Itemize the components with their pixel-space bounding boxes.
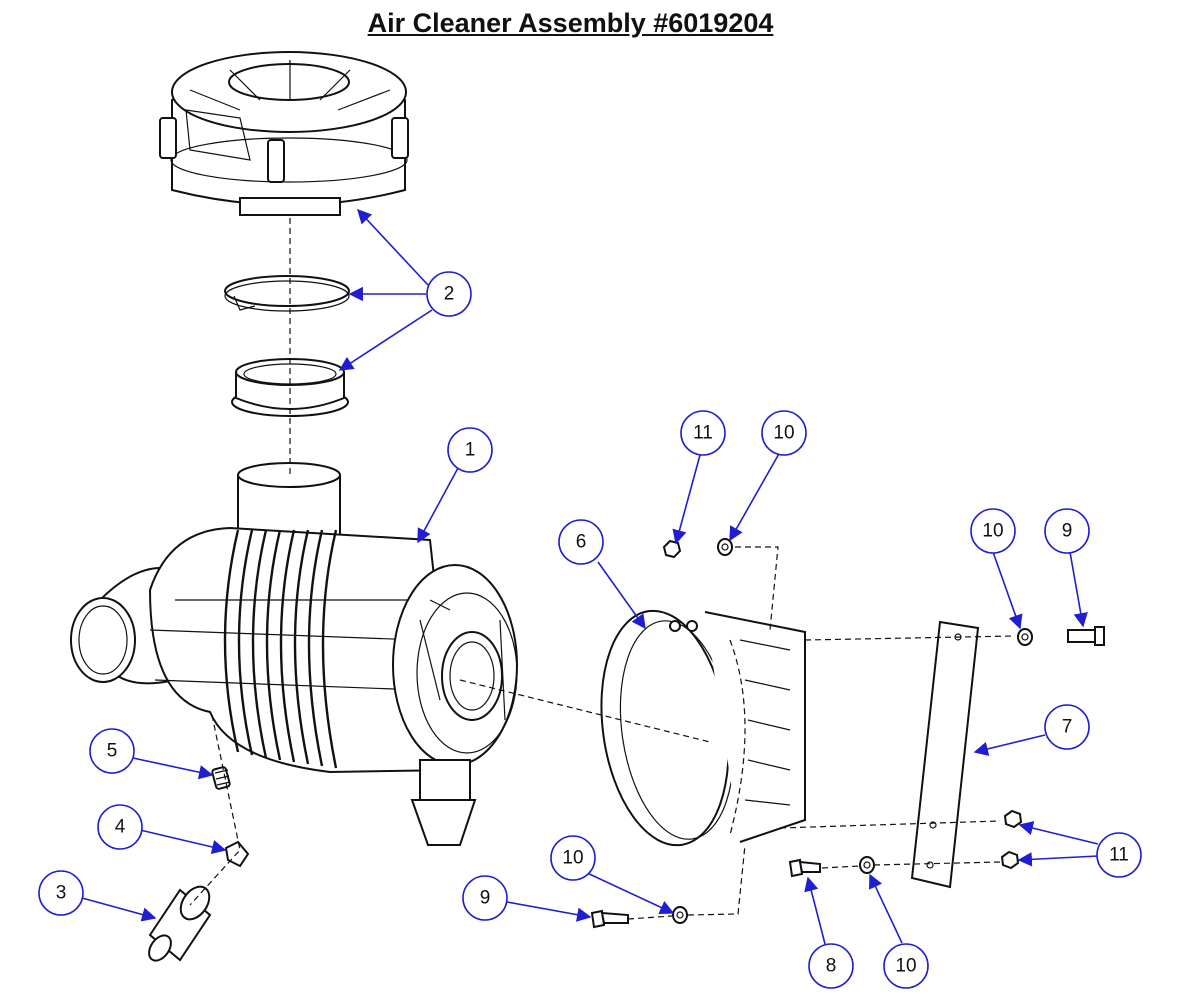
svg-text:11: 11 [693,423,713,444]
svg-text:9: 9 [480,888,491,909]
svg-text:10: 10 [982,521,1003,542]
callout-6: 6 [558,519,604,565]
fitting-5 [211,766,231,790]
washer-10-top [717,538,733,556]
callout-2: 2 [426,271,472,317]
svg-text:7: 7 [1062,717,1073,738]
callout-11-right: 11 [1096,832,1142,878]
callout-4: 4 [97,804,143,850]
svg-text:8: 8 [826,956,837,977]
callout-8: 8 [808,943,854,989]
svg-text:9: 9 [1062,521,1073,542]
callout-10-lower-left: 10 [550,835,596,881]
air-cleaner-body [70,462,518,846]
callout-9-lower: 9 [462,875,508,921]
adapter-sleeve [231,358,349,417]
callout-3: 3 [38,870,84,916]
mounting-band [600,609,806,847]
bracket-plate [910,620,980,889]
svg-text:2: 2 [444,284,455,305]
hose-clamp [224,275,350,312]
nut-11-right-upper [1003,809,1023,829]
bolt-9-lower [590,909,629,929]
precleaner-cap [159,51,409,216]
svg-text:3: 3 [56,883,67,904]
washer-10-right [1017,628,1033,646]
diagram-title: Air Cleaner Assembly #6019204 [367,8,774,38]
callout-9-right: 9 [1044,508,1090,554]
washer-10-bottom [672,906,688,924]
svg-text:5: 5 [107,741,118,762]
vacuator-valve-3 [148,885,212,962]
svg-text:1: 1 [465,440,476,461]
leader-lines [81,208,1099,945]
callout-10-top: 10 [761,410,807,456]
svg-text:6: 6 [576,532,587,553]
svg-text:10: 10 [562,848,583,869]
svg-text:10: 10 [773,423,794,444]
svg-text:11: 11 [1109,845,1129,866]
nut-11-right-lower [1000,850,1020,870]
callout-7: 7 [1044,704,1090,750]
washer-10-lower [859,856,875,874]
assembly-centerlines [189,218,1016,920]
svg-text:4: 4 [115,817,126,838]
svg-text:10: 10 [895,956,916,977]
callout-10-bottom: 10 [883,943,929,989]
bolt-8 [788,858,821,878]
callout-11-top: 11 [680,410,726,456]
callout-1: 1 [447,427,493,473]
nut-11-top [662,539,682,559]
callout-5: 5 [89,728,135,774]
bolt-9-right [1067,626,1105,646]
callout-10-right: 10 [970,508,1016,554]
